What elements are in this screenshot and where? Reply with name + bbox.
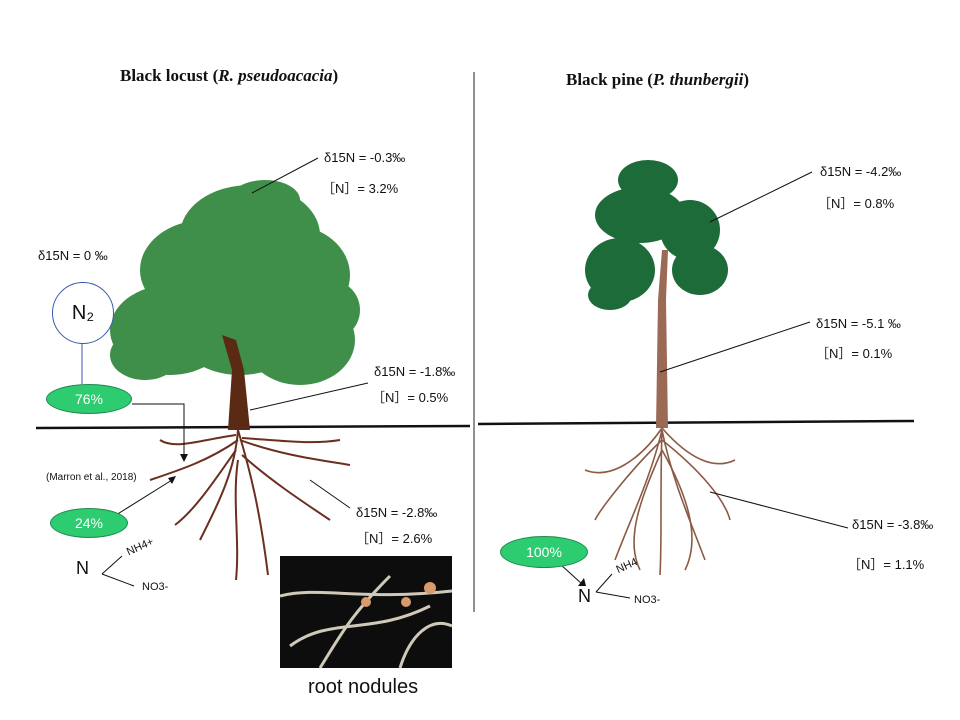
right-title-latin: P. thunbergii (652, 70, 744, 89)
leader-pine-root (709, 491, 849, 529)
leader-locust-root (309, 479, 351, 509)
left-title: Black locust (R. pseudoacacia) (120, 66, 339, 85)
citation: (Marron et al., 2018) (46, 472, 137, 483)
leader-locust-canopy (251, 157, 319, 194)
left-ground-line (35, 424, 471, 430)
right-title: Black pine (P. thunbergii) (566, 70, 749, 89)
right-no3-label: NO3- (634, 594, 661, 606)
right-nh4-arrow (595, 573, 613, 593)
pine-soil-percent: 100% (526, 544, 562, 560)
pine-canopy (585, 160, 728, 310)
soil-uptake-arrowhead (168, 476, 176, 484)
n2-label: N₂ (71, 301, 95, 324)
left-title-common: Black locust (120, 66, 209, 85)
pine-roots (584, 427, 736, 576)
locust-canopy-delta: δ15N = -0.3‰ (324, 150, 406, 165)
soil-uptake-arrow (115, 479, 173, 516)
pine-canopy-n: ［N］= 0.8% (818, 196, 895, 211)
pine-root-delta: δ15N = -3.8‰ (852, 517, 934, 532)
fixation-arrow (132, 403, 185, 456)
pine-stem-delta: δ15N = -5.1 ‰ (816, 316, 901, 331)
root-nodules-caption: root nodules (308, 676, 419, 698)
fixation-arrowhead (180, 454, 188, 462)
locust-trunk (222, 335, 250, 430)
left-no3-arrow (101, 573, 135, 587)
left-title-latin: R. pseudoacacia (218, 66, 333, 85)
right-title-common: Black pine (566, 70, 643, 89)
root-nodules-photo (280, 556, 452, 668)
root-nodules-illustration (280, 574, 452, 668)
right-uptake-arrowhead (578, 578, 586, 586)
locust-stem-n: ［N］= 0.5% (372, 390, 449, 405)
left-no3-label: NO3- (142, 581, 169, 593)
locust-roots (149, 429, 351, 581)
left-soil-n: N (76, 558, 89, 578)
left-nh4-arrow (101, 555, 123, 575)
atmosphere-delta: δ15N = 0 ‰ (38, 248, 108, 263)
soil-percent-badge: 24% (50, 508, 128, 538)
soil-percent: 24% (74, 515, 104, 531)
locust-canopy (110, 180, 360, 385)
pine-canopy-delta: δ15N = -4.2‰ (820, 164, 902, 179)
right-uptake-arrow (559, 563, 583, 585)
locust-root-n: ［N］= 2.6% (356, 531, 433, 546)
fixation-percent-badge: 76% (46, 384, 132, 414)
pine-stem-n: ［N］= 0.1% (816, 346, 893, 361)
locust-stem-delta: δ15N = -1.8‰ (374, 364, 456, 379)
locust-canopy-n: ［N］= 3.2% (322, 181, 399, 196)
locust-root-delta: δ15N = -2.8‰ (356, 505, 438, 520)
leader-pine-stem (659, 321, 811, 373)
fixation-percent: 76% (74, 391, 104, 407)
n2-circle: N₂ (52, 282, 114, 344)
pine-soil-percent-badge: 100% (500, 536, 588, 568)
right-ground-line (477, 419, 915, 426)
leader-pine-canopy (709, 171, 813, 223)
pine-root-n: ［N］= 1.1% (848, 557, 925, 572)
leader-locust-stem (249, 382, 369, 411)
right-soil-n: N (578, 586, 591, 606)
right-no3-arrow (595, 591, 631, 599)
pine-trunk (656, 250, 668, 428)
